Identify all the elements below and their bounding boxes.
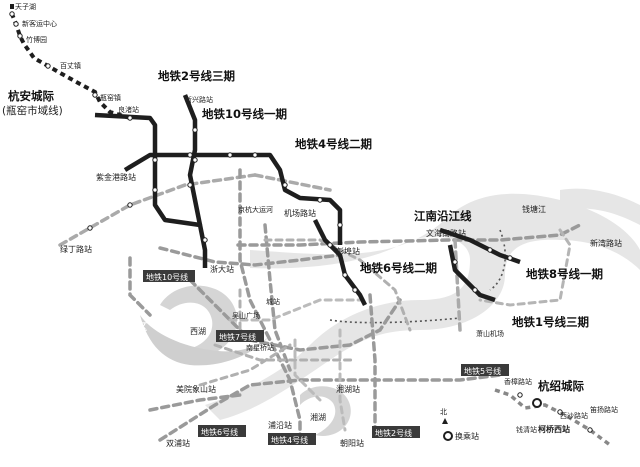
station-puyan: 浦沿站 [268, 420, 292, 430]
transfer-legend-icon [443, 431, 453, 441]
station-shuangpu: 双浦站 [166, 438, 190, 448]
station-keqiao: 柯桥西站 [538, 424, 570, 434]
station-luding: 绿丁路站 [60, 244, 92, 254]
line2-phase3 [94, 112, 208, 268]
station-wushan: 吴山广场 [232, 311, 260, 320]
title-hangan-sub: (瓶窑市域线) [2, 104, 63, 117]
title-line10-phase1: 地铁10号线一期 [202, 107, 287, 121]
station-xinkeyun: 新客运中心 [22, 19, 57, 28]
transfer-station-keqiao [532, 398, 542, 408]
place-xianghu: 湘湖 [310, 412, 326, 422]
line6-phase2 [312, 218, 368, 307]
station-jingkou: 京杭大运河 [238, 205, 273, 214]
station-dots [9, 11, 593, 433]
hangshao-line [494, 388, 612, 447]
station-meiyuan: 美院象山站 [176, 384, 216, 394]
title-line8-phase1: 地铁8号线一期 [526, 267, 603, 281]
station-chaoyang: 朝阳站 [340, 438, 364, 448]
place-qiantang: 钱塘江 [522, 204, 546, 214]
tag-line7: 地铁7号线 [219, 332, 256, 342]
title-line1-phase3: 地铁1号线三期 [512, 315, 589, 329]
station-baizhang: 百丈镇 [60, 61, 81, 70]
station-nanxingqiao: 南星桥站 [246, 343, 274, 352]
station-pengbu: 彭埠站 [336, 246, 360, 256]
river-upper-band [560, 188, 640, 225]
legend-transfer: 换乘站 [455, 431, 479, 441]
station-wenhainan: 文海南路站 [426, 228, 466, 238]
place-westlake: 西湖 [190, 327, 206, 336]
line-tags [143, 270, 509, 445]
station-liangzhu: 良渚站 [118, 105, 139, 114]
tag-line10: 地铁10号线 [146, 272, 188, 282]
station-xiaoshan-airport: 萧山机场 [476, 329, 504, 338]
station-xisha: 西沙路站 [560, 411, 588, 420]
station-zheda: 浙大站 [210, 264, 234, 274]
tag-line6: 地铁6号线 [201, 427, 238, 437]
tag-line4: 地铁4号线 [271, 435, 308, 445]
title-line2-phase3: 地铁2号线三期 [158, 69, 235, 83]
place-westlake-area: 西湖风景区 [102, 321, 147, 333]
gray-network [58, 168, 582, 442]
title-line4-phase2: 地铁4号线二期 [295, 137, 372, 151]
station-chengzhan: 城站 [266, 297, 280, 306]
line10-phase1 [182, 94, 203, 226]
station-zhuboyuan: 竹博园 [26, 35, 47, 44]
outer-dotted-ring [329, 229, 506, 324]
title-hangshao: 杭绍城际 [538, 379, 584, 393]
station-pingyao: 瓶窑镇 [100, 93, 121, 102]
station-xiangzhang: 香樟路站 [504, 377, 532, 386]
tag-line5: 地铁5号线 [464, 366, 501, 376]
title-line6-phase2: 地铁6号线二期 [360, 261, 437, 275]
station-tianzihu: 天子湖 [15, 2, 36, 11]
station-dizhu: 笛扬路站 [590, 405, 618, 414]
station-xinxing: 新兴路站 [185, 95, 213, 104]
station-qiantao: 钱清站 [516, 425, 537, 434]
north-arrow-icon [442, 418, 448, 424]
station-xinwan: 新湾路站 [590, 238, 622, 248]
qiantang-river [205, 193, 640, 420]
station-zijingang: 紫金港路站 [96, 172, 136, 182]
xianghu-swirl [300, 386, 351, 436]
station-xianghu: 湘湖站 [336, 384, 360, 394]
tag-line2: 地铁2号线 [375, 428, 412, 438]
title-jiangnan: 江南沿江线 [414, 209, 472, 223]
legend-north: 北 [440, 408, 447, 416]
title-hangan: 杭安城际 [8, 89, 54, 103]
station-jichang: 机场路站 [284, 208, 316, 218]
